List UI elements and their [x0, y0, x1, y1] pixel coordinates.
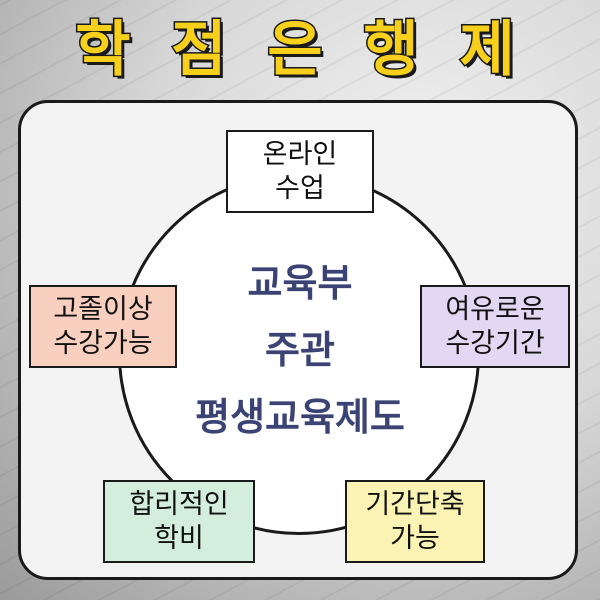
center-line-3: 평생교육제도 — [195, 395, 405, 439]
feature-line-1: 고졸이상 — [53, 293, 153, 325]
center-label: 교육부 주관 평생교육제도 — [150, 255, 450, 445]
feature-line-1: 합리적인 — [129, 488, 229, 520]
feature-reasonable-tuition: 합리적인 학비 — [103, 480, 255, 563]
center-line-1: 교육부 — [247, 261, 353, 305]
feature-online-class: 온라인 수업 — [226, 130, 374, 213]
feature-line-2: 수강기간 — [445, 327, 545, 359]
feature-shorter-period: 기간단축 가능 — [345, 480, 485, 563]
feature-line-2: 수업 — [275, 172, 325, 204]
center-line-2: 주관 — [265, 328, 335, 372]
feature-line-2: 학비 — [154, 522, 204, 554]
feature-line-2: 가능 — [390, 522, 440, 554]
feature-flexible-period: 여유로운 수강기간 — [420, 285, 570, 368]
feature-line-1: 기간단축 — [365, 488, 465, 520]
feature-line-1: 여유로운 — [445, 293, 545, 325]
feature-high-school-graduates: 고졸이상 수강가능 — [29, 285, 177, 368]
feature-line-2: 수강가능 — [53, 327, 153, 359]
feature-line-1: 온라인 — [262, 138, 338, 170]
page-title: 학 점 은 행 제 — [74, 13, 525, 86]
